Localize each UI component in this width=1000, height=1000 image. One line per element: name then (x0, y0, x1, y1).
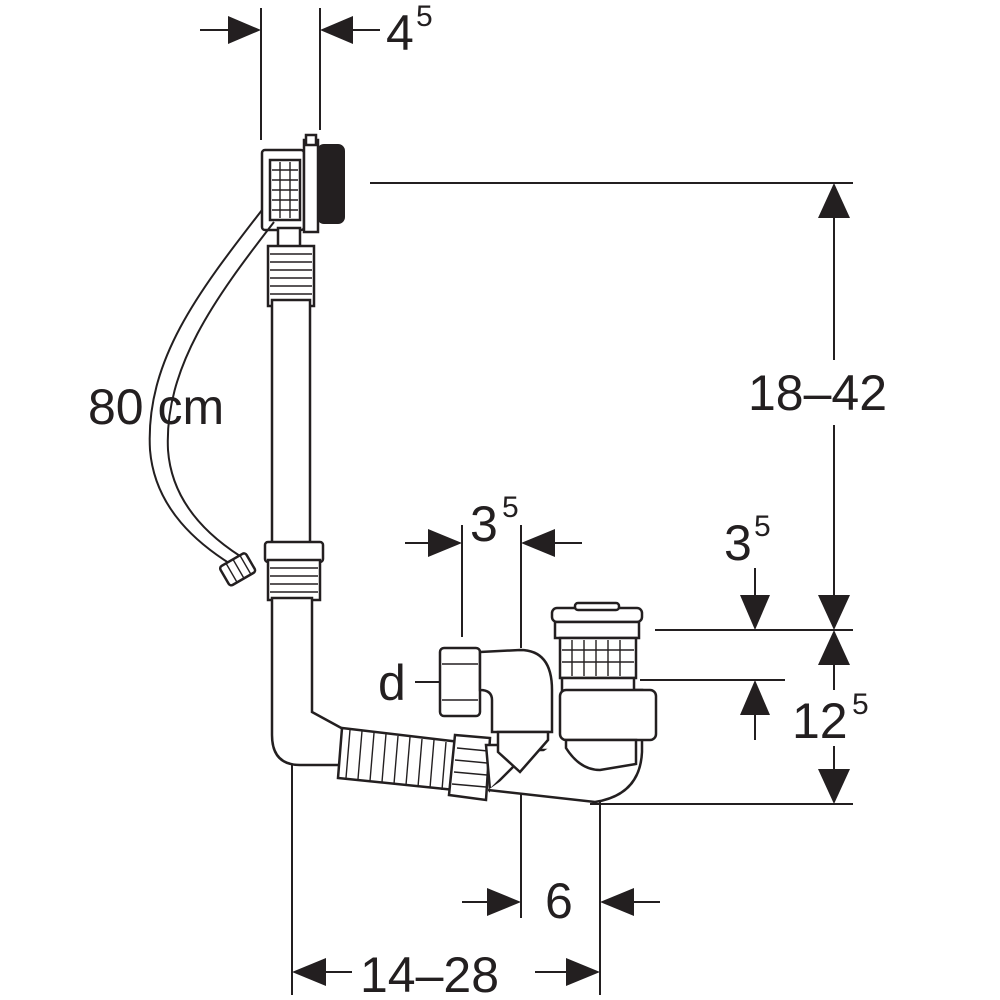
inlet-offset-sup: 5 (502, 491, 519, 524)
waste-height-main: 3 (724, 515, 752, 571)
arrowheads (228, 16, 850, 986)
bowden-hose (148, 209, 275, 587)
length-range-label: 14–28 (360, 947, 499, 1000)
pipe-dia-label: d (378, 655, 406, 711)
trap-height-sup: 5 (852, 688, 869, 721)
dim-label-overflow-offset: 4 5 (386, 0, 433, 61)
trap-body (438, 601, 658, 804)
trap-height-main: 12 (792, 693, 848, 749)
inlet-offset-main: 3 (470, 496, 498, 552)
height-range-label: 18–42 (748, 365, 887, 421)
overflow-head (260, 133, 345, 250)
trap-height-bg (790, 690, 880, 746)
dim-label-waste-height: 3 5 (724, 510, 771, 571)
outlet-offset-label: 6 (545, 873, 573, 929)
flex-connector (336, 726, 492, 802)
dim-label-trap-height: 12 5 (792, 688, 869, 749)
height-range-bg (746, 362, 926, 422)
waste-height-sup: 5 (754, 510, 771, 543)
dim-label-inlet-offset: 3 5 (470, 491, 519, 552)
overflow-offset-main: 4 (386, 5, 414, 61)
overflow-offset-sup: 5 (416, 0, 433, 33)
hose-length-label: 80 cm (88, 379, 224, 435)
overflow-pipe (263, 244, 347, 767)
